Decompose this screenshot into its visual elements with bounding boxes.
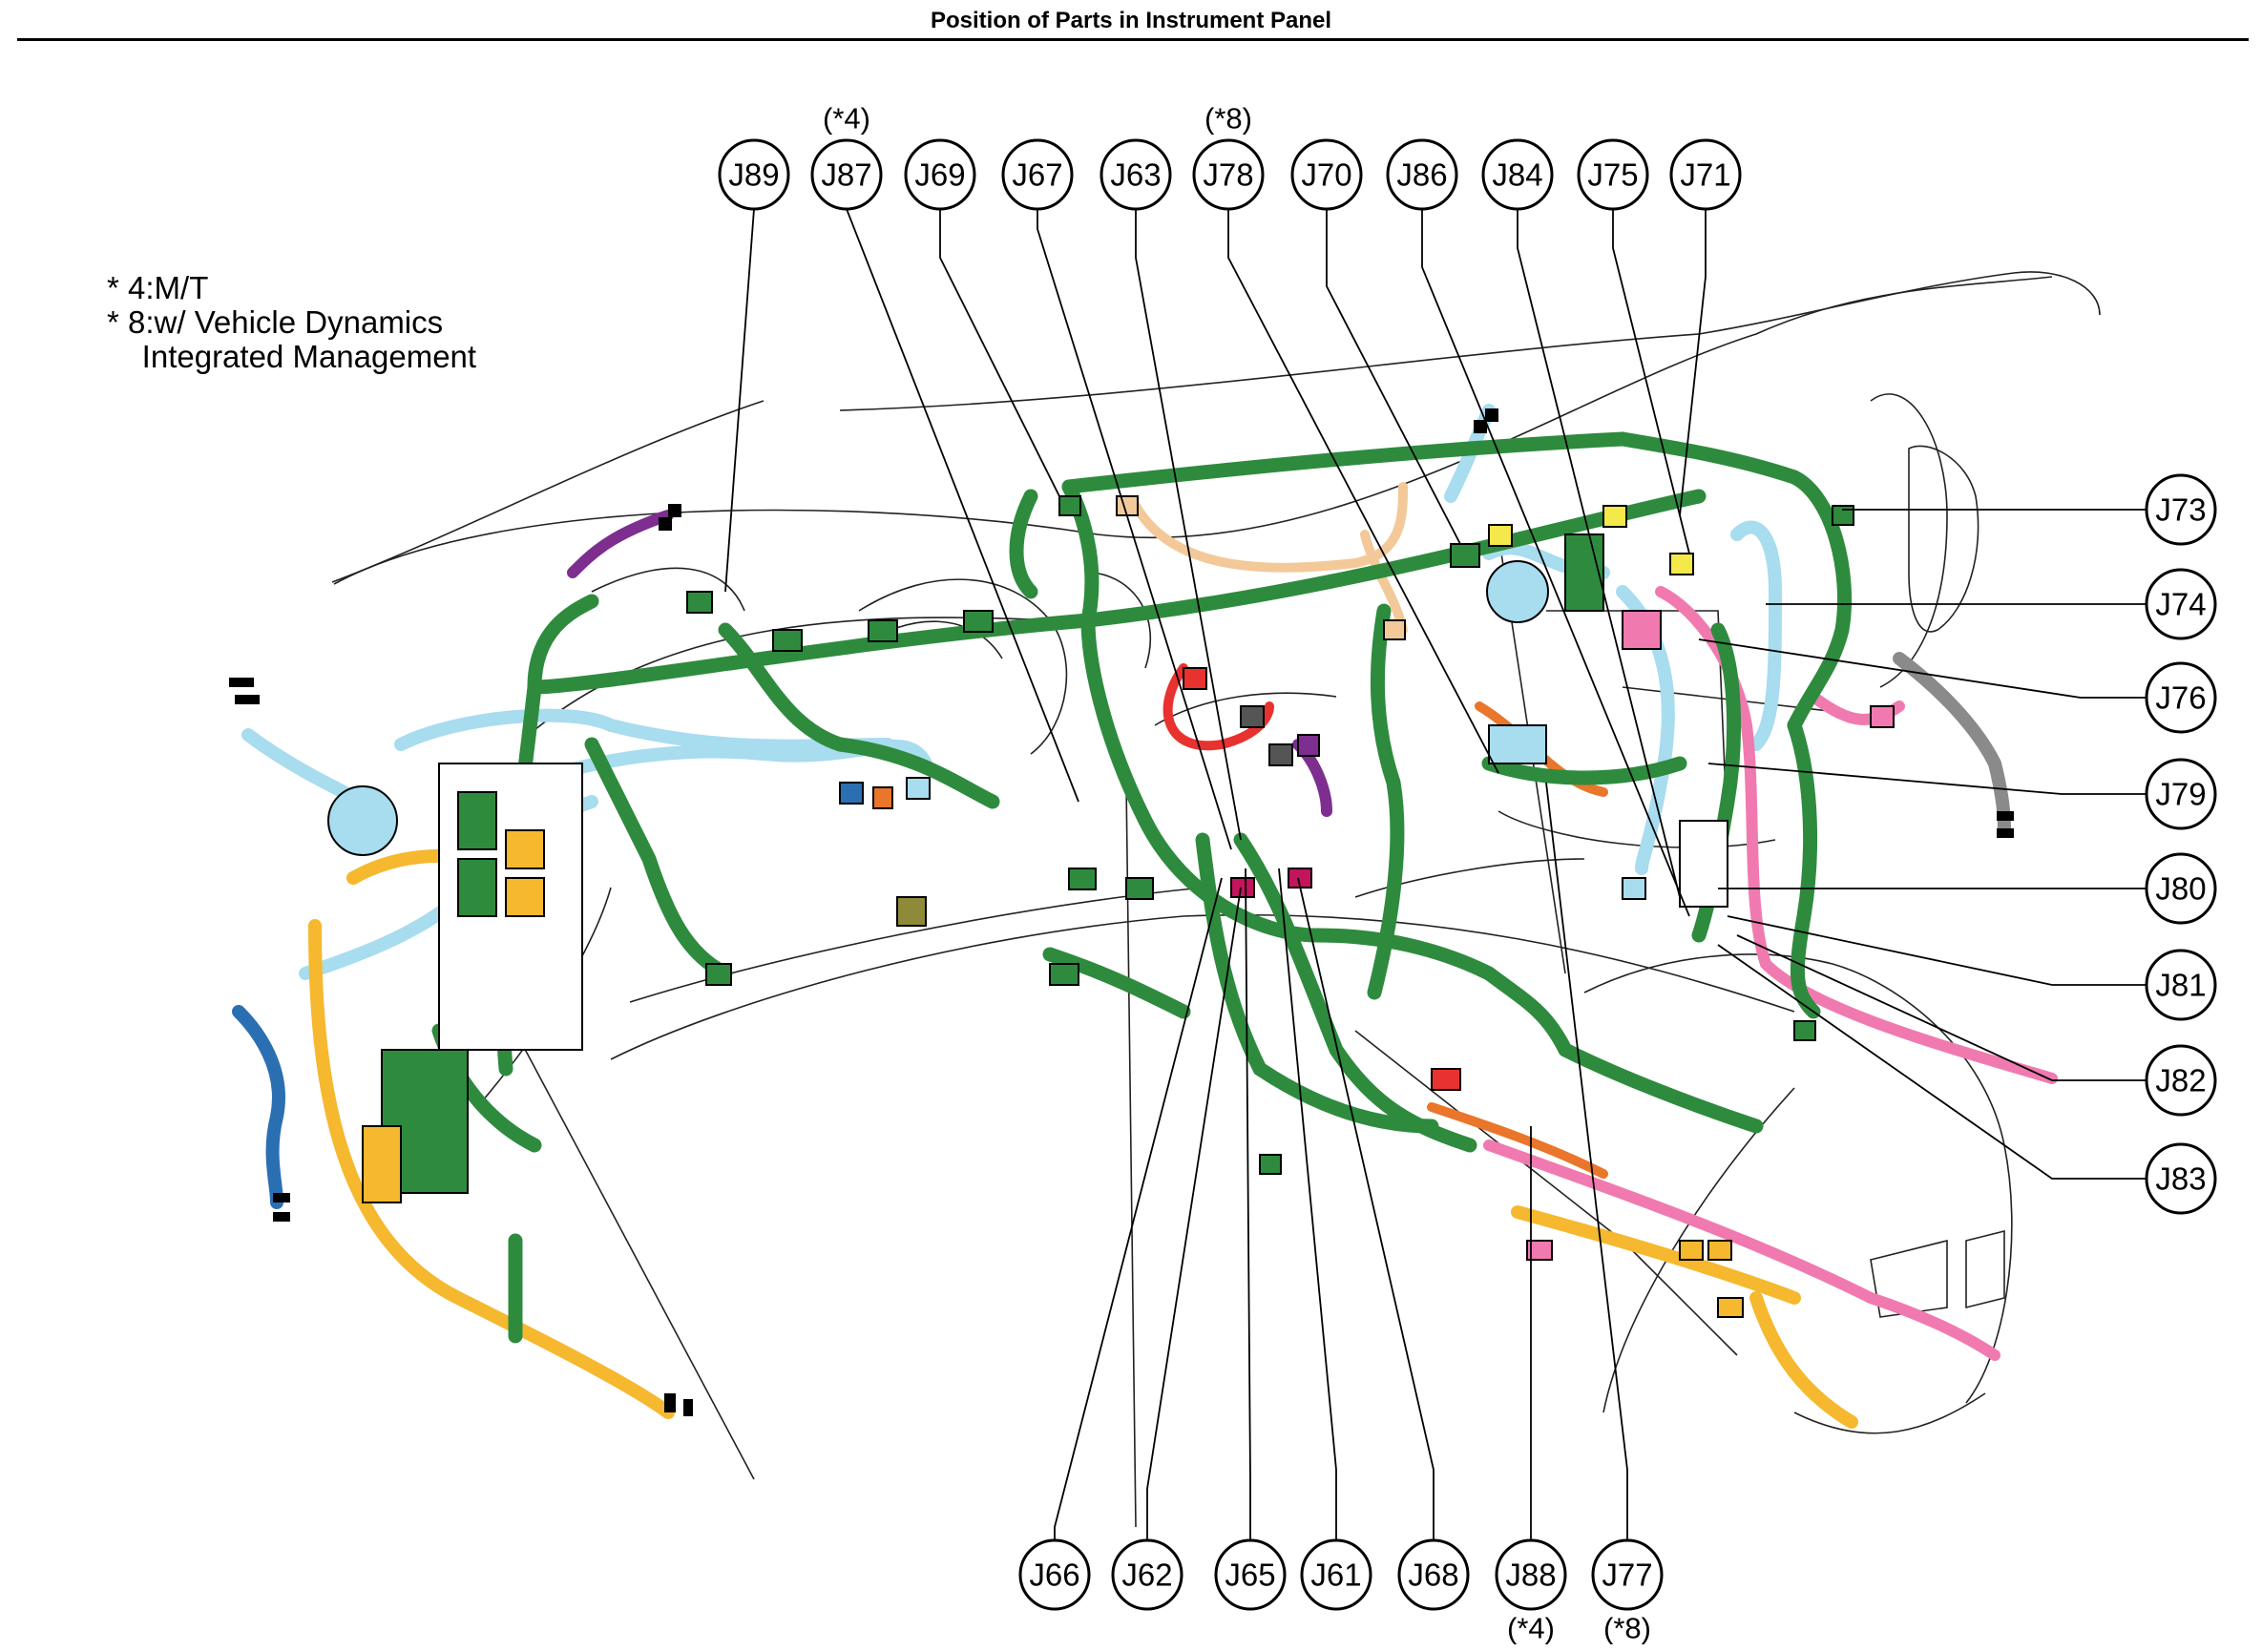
harness-yellow: [308, 848, 1858, 1429]
callout-J88: J88 (*4): [1495, 1538, 1567, 1645]
callout-J80: J80: [2145, 852, 2217, 925]
junction-blocks: [362, 533, 1728, 1203]
callout-J68: J68: [1397, 1538, 1470, 1611]
footnote-vdim-cont: Integrated Management: [107, 339, 477, 374]
page-title: Position of Parts in Instrument Panel: [930, 8, 1332, 33]
callout-J83: J83: [2145, 1142, 2217, 1215]
callout-label: J75: [1587, 157, 1638, 193]
callout-label: J74: [2155, 587, 2206, 622]
callout-J76: J76: [2145, 661, 2217, 734]
callout-label: J82: [2155, 1063, 2206, 1098]
callout-J74: J74: [2145, 568, 2217, 640]
callout-label: J84: [1492, 157, 1542, 193]
title-rule: [17, 38, 2249, 41]
leader-lines: [724, 208, 2147, 1541]
callout-label: J81: [2155, 968, 2206, 1003]
callout-note: (*4): [823, 102, 870, 136]
callout-J61: J61: [1300, 1538, 1372, 1611]
harness-tan: [1131, 482, 1408, 635]
callout-J81: J81: [2145, 949, 2217, 1021]
callout-J73: J73: [2145, 473, 2217, 546]
callout-note: (*8): [1204, 102, 1252, 136]
callout-label: J83: [2155, 1161, 2206, 1197]
callout-J78: J78 (*8): [1192, 102, 1265, 211]
callout-J84: J84: [1481, 138, 1554, 211]
callout-label: J88: [1505, 1558, 1556, 1593]
callout-J87: J87 (*4): [810, 102, 883, 211]
callout-label: J89: [728, 157, 779, 193]
callout-J63: J63: [1100, 138, 1172, 211]
callout-note: (*8): [1603, 1612, 1651, 1645]
callout-J75: J75: [1577, 138, 1649, 211]
callout-label: J87: [821, 157, 871, 193]
callout-label: J76: [2155, 680, 2206, 716]
callout-label: J77: [1602, 1558, 1652, 1593]
callout-label: J61: [1310, 1558, 1361, 1593]
callout-J82: J82: [2145, 1044, 2217, 1117]
callout-label: J69: [914, 157, 965, 193]
callout-label: J86: [1396, 157, 1447, 193]
callout-note: (*4): [1507, 1612, 1555, 1645]
footnotes: * 4:M/T * 8:w/ Vehicle Dynamics Integrat…: [107, 271, 476, 374]
harness-blue: [232, 1005, 285, 1209]
footnote-vdim: * 8:w/ Vehicle Dynamics: [107, 304, 444, 340]
callout-label: J66: [1029, 1558, 1079, 1593]
callout-J66: J66: [1018, 1538, 1091, 1611]
accessory-circles: [327, 560, 1549, 856]
callout-label: J78: [1203, 157, 1253, 193]
callout-label: J71: [1680, 157, 1730, 193]
callout-label: J63: [1110, 157, 1161, 193]
callout-J71: J71: [1669, 138, 1742, 211]
callout-label: J67: [1012, 157, 1062, 193]
callout-label: J79: [2155, 777, 2206, 812]
callout-J70: J70: [1290, 138, 1363, 211]
callout-label: J68: [1408, 1558, 1458, 1593]
callout-J89: J89: [718, 138, 790, 211]
connectors: [686, 495, 1895, 1318]
wire-tails: [229, 408, 2014, 1416]
callout-J77: J77 (*8): [1591, 1538, 1664, 1645]
callout-J79: J79: [2145, 758, 2217, 830]
callout-J65: J65: [1214, 1538, 1287, 1611]
callout-J69: J69: [904, 138, 976, 211]
callout-label: J73: [2155, 492, 2206, 528]
callout-label: J65: [1225, 1558, 1275, 1593]
callout-J86: J86: [1386, 138, 1458, 211]
callout-label: J62: [1121, 1558, 1172, 1593]
footnote-m-t: * 4:M/T: [107, 270, 209, 305]
callout-label: J80: [2155, 871, 2206, 907]
callout-label: J70: [1301, 157, 1351, 193]
callout-J67: J67: [1001, 138, 1074, 211]
callout-J62: J62: [1111, 1538, 1183, 1611]
